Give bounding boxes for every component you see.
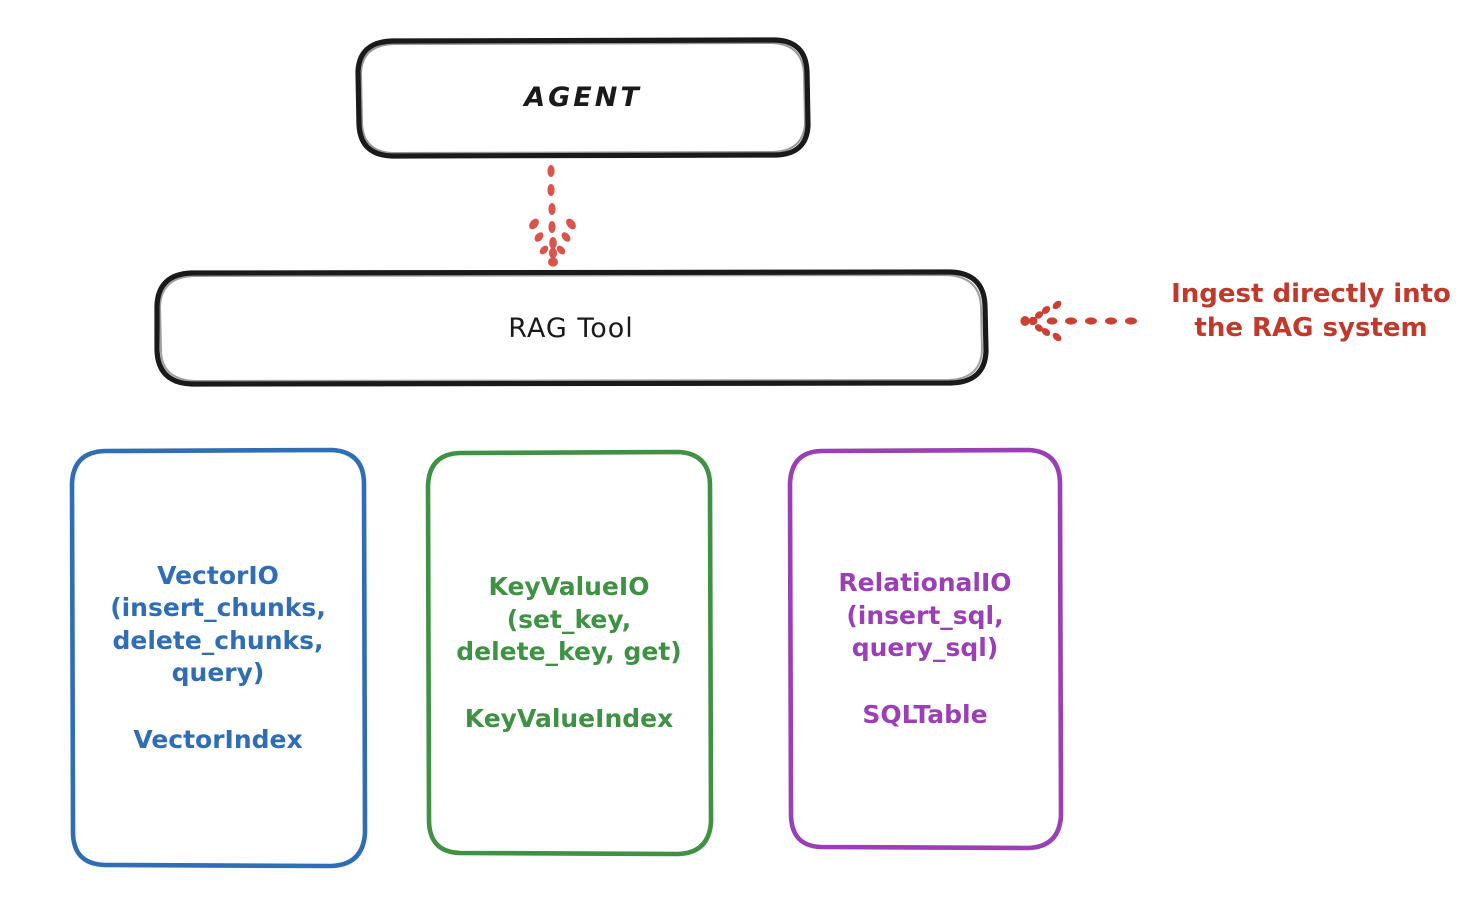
vector-io-box-outline [69, 447, 368, 869]
relational-io-box-outline [787, 447, 1064, 851]
key-value-io-box[interactable]: KeyValueIO (set_key, delete_key, get) Ke… [428, 452, 710, 854]
rag-tool-box-outline [154, 269, 989, 387]
ingest-annotation-text: Ingest directly into the RAG system [1171, 279, 1451, 343]
key-value-io-index: KeyValueIndex [464, 703, 674, 733]
rag-tool-box[interactable]: RAG Tool [157, 272, 985, 384]
key-value-io-box-outline [425, 449, 714, 857]
rag-tool-label: RAG Tool [508, 312, 634, 344]
relational-io-index: SQLTable [862, 699, 988, 729]
relational-io-box[interactable]: RelationalIO (insert_sql, query_sql) SQL… [790, 450, 1060, 848]
agent-box-outline [355, 37, 811, 159]
connector-ingest-to-rag-tool [1020, 300, 1137, 342]
connector-agent-to-rag-tool [529, 165, 576, 267]
relational-io-signature: RelationalIO (insert_sql, query_sql) [838, 568, 1012, 662]
agent-label: AGENT [524, 82, 642, 113]
vector-io-box[interactable]: VectorIO (insert_chunks, delete_chunks, … [72, 450, 364, 866]
vector-io-index: VectorIndex [133, 724, 303, 754]
vector-io-signature: VectorIO (insert_chunks, delete_chunks, … [110, 560, 326, 688]
key-value-io-signature: KeyValueIO (set_key, delete_key, get) [456, 572, 682, 666]
agent-box[interactable]: AGENT [358, 40, 808, 155]
